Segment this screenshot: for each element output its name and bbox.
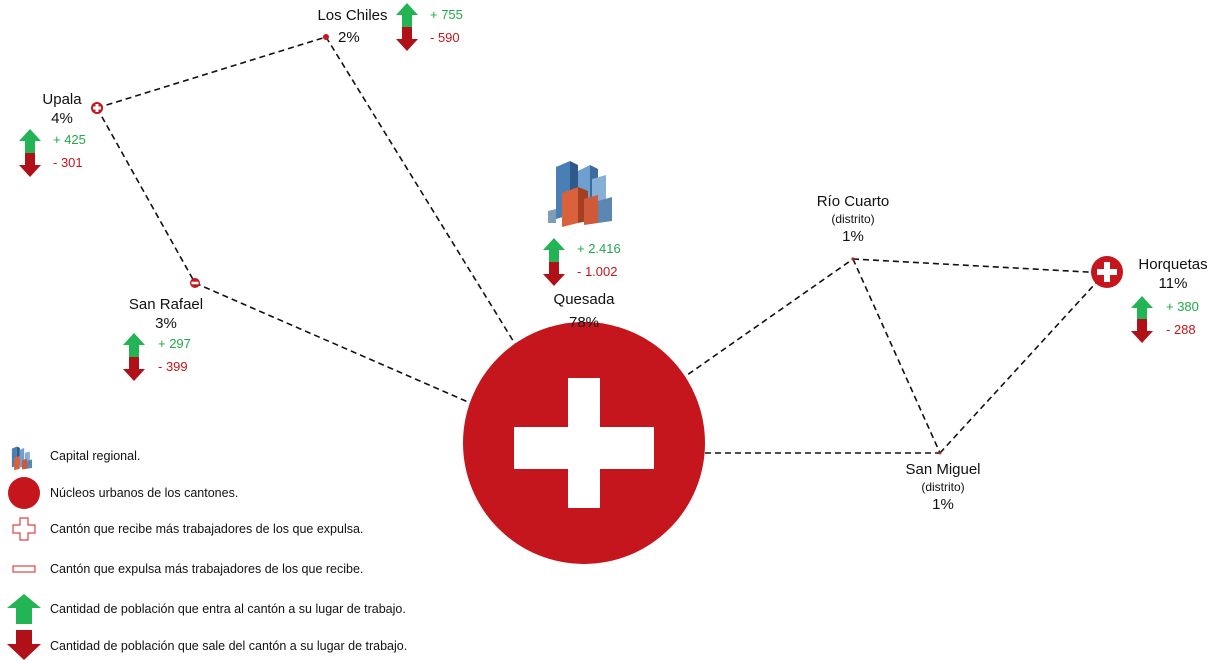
legend-recibe: Cantón que recibe más trabajadores de lo… — [0, 515, 363, 543]
link-upala-sanrafael — [96, 107, 196, 284]
legend-nucleos-text: Núcleos urbanos de los cantones. — [50, 486, 239, 500]
san-rafael-out: - 399 — [158, 359, 188, 374]
link-sanmiguel-horquetas — [939, 272, 1106, 454]
rio-cuarto-node — [851, 257, 855, 261]
upala-pct: 4% — [51, 110, 73, 127]
quesada-down-arrow-icon — [543, 262, 565, 286]
san-rafael-down-arrow-icon — [123, 357, 145, 381]
los-chiles-out: - 590 — [430, 30, 460, 45]
legend-up-arrow-icon — [7, 594, 41, 624]
horquetas-name: Horquetas — [1138, 256, 1208, 273]
upala-label: Upala 4% — [32, 90, 92, 128]
legend-red-circle-icon — [8, 477, 40, 509]
los-chiles-label: Los Chiles — [305, 6, 400, 25]
legend-minus-outline-icon — [12, 565, 36, 573]
quesada-node — [463, 322, 705, 564]
upala-up-arrow-icon — [19, 129, 41, 153]
horquetas-up-arrow-icon — [1131, 296, 1153, 320]
san-rafael-name: San Rafael — [128, 296, 204, 313]
legend-city-buildings-icon — [11, 446, 33, 471]
los-chiles-up-arrow-icon — [396, 3, 418, 27]
quesada-label: Quesada 78% — [538, 290, 630, 332]
link-sanrafael-quesada — [194, 282, 476, 406]
los-chiles-pct: 2% — [338, 29, 360, 46]
san-miguel-sub: (distrito) — [921, 480, 965, 494]
legend-sale: Cantidad de población que sale del cantó… — [0, 632, 407, 660]
quesada-in: + 2.416 — [577, 241, 621, 256]
san-rafael-up-arrow-icon — [123, 333, 145, 357]
los-chiles-in: + 755 — [430, 7, 463, 22]
link-riocuarto-horquetas — [852, 258, 1106, 274]
san-rafael-pct: 3% — [155, 315, 177, 332]
horquetas-node — [1091, 256, 1123, 288]
city-buildings-icon — [548, 161, 612, 227]
horquetas-label: Horquetas 11% — [1128, 255, 1218, 293]
upala-node — [91, 102, 103, 114]
horquetas-out: - 288 — [1166, 322, 1196, 337]
horquetas-down-arrow-icon — [1131, 319, 1153, 343]
los-chiles-down-arrow-icon — [396, 27, 418, 51]
san-miguel-name: San Miguel — [905, 461, 981, 478]
legend-sale-text: Cantidad de población que sale del cantó… — [50, 639, 408, 653]
horquetas-pct: 11% — [1158, 275, 1188, 292]
quesada-out: - 1.002 — [577, 264, 618, 279]
legend-plus-outline-icon — [12, 517, 36, 541]
san-rafael-label: San Rafael 3% — [118, 295, 214, 333]
legend-nucleos: Núcleos urbanos de los cantones. — [0, 479, 238, 507]
link-riocuarto-sanmiguel — [852, 258, 941, 454]
san-miguel-pct: 1% — [932, 496, 954, 513]
legend-capital: Capital regional. — [0, 442, 140, 470]
legend-down-arrow-icon — [7, 630, 41, 660]
san-rafael-node — [190, 278, 200, 288]
rio-cuarto-sub: (distrito) — [831, 212, 875, 226]
link-loschiles-quesada — [325, 36, 521, 353]
legend-entra-text: Cantidad de población que entra al cantó… — [50, 602, 406, 616]
upala-out: - 301 — [53, 155, 83, 170]
link-quesada-riocuarto — [679, 258, 854, 381]
upala-in: + 425 — [53, 132, 86, 147]
los-chiles-name: Los Chiles — [317, 7, 388, 24]
connection-lines — [96, 36, 1106, 454]
rio-cuarto-label: Río Cuarto (distrito) 1% — [800, 192, 906, 246]
legend-recibe-text: Cantón que recibe más trabajadores de lo… — [50, 522, 364, 536]
horquetas-in: + 380 — [1166, 299, 1199, 314]
quesada-up-arrow-icon — [543, 238, 565, 262]
quesada-pct: 78% — [568, 314, 600, 331]
quesada-name: Quesada — [553, 291, 615, 308]
link-upala-loschiles — [96, 36, 327, 109]
legend-entra: Cantidad de población que entra al cantó… — [0, 595, 406, 623]
legend-capital-text: Capital regional. — [50, 449, 141, 463]
legend-expulsa-text: Cantón que expulsa más trabajadores de l… — [50, 562, 364, 576]
los-chiles-node — [323, 34, 329, 40]
rio-cuarto-name: Río Cuarto — [816, 193, 890, 210]
legend-expulsa: Cantón que expulsa más trabajadores de l… — [0, 555, 363, 583]
rio-cuarto-pct: 1% — [842, 228, 864, 245]
san-rafael-in: + 297 — [158, 336, 191, 351]
san-miguel-label: San Miguel (distrito) 1% — [888, 460, 998, 514]
upala-down-arrow-icon — [19, 153, 41, 177]
san-miguel-node — [938, 451, 942, 455]
upala-name: Upala — [42, 91, 82, 108]
